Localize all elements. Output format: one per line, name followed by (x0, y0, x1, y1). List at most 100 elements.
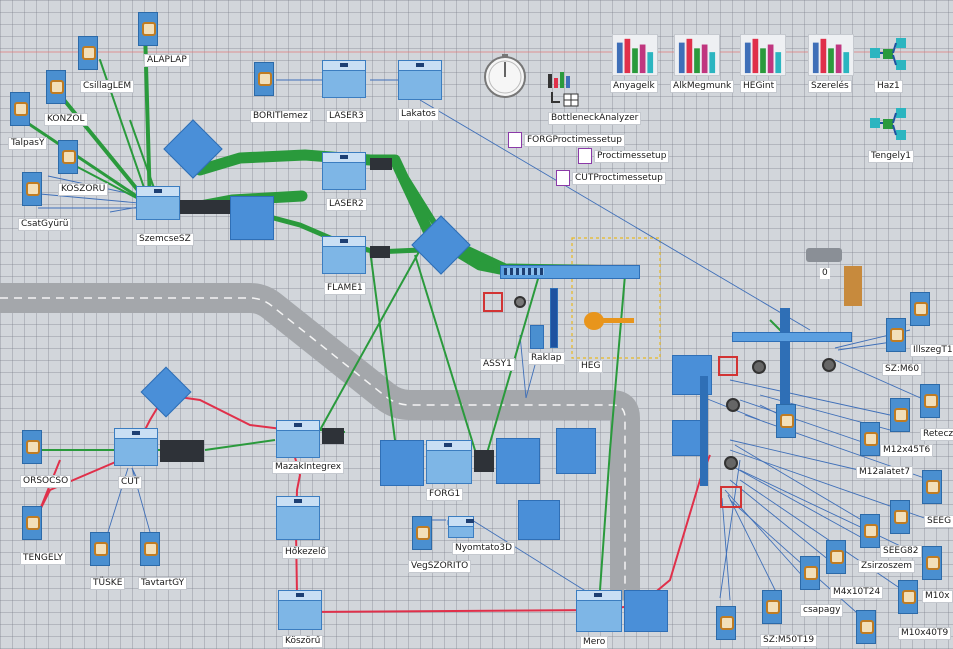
label-cut: CUT (118, 476, 143, 489)
machine-laser2[interactable] (322, 152, 366, 190)
label-bottleneck: BottleneckAnalyzer (548, 112, 642, 125)
label-forg1: FORG1 (426, 488, 464, 501)
source-orsocso[interactable] (22, 430, 42, 464)
machine-forg1[interactable] (426, 440, 472, 484)
clock-icon[interactable] (482, 54, 528, 100)
frame-haz1-icon[interactable] (868, 34, 908, 74)
label-heg: HEG (578, 360, 604, 373)
forklift-icon[interactable] (806, 248, 842, 262)
buffer-forg1-low[interactable] (518, 500, 560, 540)
label-flame1: FLAME1 (324, 282, 366, 295)
source-koszoru[interactable] (58, 140, 78, 174)
label-cutproc: CUTProctimessetup (572, 172, 666, 185)
assembly-conveyor-stripes (504, 268, 544, 275)
source-szim60[interactable] (886, 318, 906, 352)
source-seeg82[interactable] (890, 500, 910, 534)
label-alaplap: ALAPLAP (144, 54, 190, 67)
source-csapagy[interactable] (800, 556, 820, 590)
label-zsirzoszem: Zsirzoszem (858, 560, 916, 573)
assembly-rail-1[interactable] (700, 376, 708, 486)
chart-hegint[interactable] (740, 34, 786, 76)
source-m12alatet[interactable] (860, 422, 880, 456)
machine-laser3[interactable] (322, 60, 366, 98)
conveyor-cut[interactable] (160, 440, 204, 462)
frame-tengely1-icon[interactable] (868, 104, 908, 144)
conveyor-laser2[interactable] (370, 158, 392, 170)
source-szim50t19[interactable] (762, 590, 782, 624)
machine-mazakintegrex[interactable] (276, 420, 320, 458)
buffer-forg1-right[interactable] (496, 438, 540, 484)
label-raklap: Raklap (528, 352, 565, 365)
machine-hokezelo[interactable] (276, 496, 320, 540)
forg-proctime-widget[interactable] (508, 132, 522, 148)
source-m10x[interactable] (922, 546, 942, 580)
machine-mero[interactable] (576, 590, 622, 632)
source-m12x45t6[interactable] (890, 398, 910, 432)
source-tuske[interactable] (90, 532, 110, 566)
buffer-forg1-left[interactable] (380, 440, 424, 486)
label-lakatos: Lakatos (398, 108, 439, 121)
source-talpasy[interactable] (10, 92, 30, 126)
proctime-widget[interactable] (578, 148, 592, 164)
source-tavtartgy[interactable] (140, 532, 160, 566)
label-mazakintegrex: MazakIntegrex (272, 461, 345, 474)
buffer-forg1-up[interactable] (556, 428, 596, 474)
source-bottom-1[interactable] (716, 606, 736, 640)
cut-proctime-widget[interactable] (556, 170, 570, 186)
source-m4x10t24[interactable] (826, 540, 846, 574)
chart-anyagelk[interactable] (612, 34, 658, 76)
source-alaplap[interactable] (138, 12, 158, 46)
label-m12x45t6: M12x45T6 (880, 444, 934, 457)
source-zsirzoszem[interactable] (860, 514, 880, 548)
chart-szereles[interactable] (808, 34, 854, 76)
source-bottom-2[interactable] (856, 610, 876, 644)
buffer-mero[interactable] (624, 590, 668, 632)
machine-assy1[interactable] (530, 325, 544, 349)
pallet-block[interactable] (844, 266, 862, 306)
machine-szemcsesz[interactable] (136, 186, 180, 220)
label-koszoru2: Köszörű (282, 635, 324, 648)
chart-alkmegmunk[interactable] (674, 34, 720, 76)
machine-koszoru2[interactable] (278, 590, 322, 630)
assembly-red-box-1[interactable] (718, 356, 738, 376)
source-boritlemez[interactable] (254, 62, 274, 96)
label-csapagy: csapagy (800, 604, 844, 617)
buffer-square-top[interactable] (230, 196, 274, 240)
source-illszegt[interactable] (910, 292, 930, 326)
raklap-rack[interactable] (550, 288, 558, 348)
source-tengely[interactable] (22, 506, 42, 540)
source-assembly-small[interactable] (776, 404, 796, 438)
conveyor-szemcsesz[interactable] (180, 200, 230, 214)
assy1-input-box[interactable] (483, 292, 503, 312)
label-tengely1: Tengely1 (868, 150, 915, 163)
assembly-red-box-2[interactable] (720, 486, 742, 508)
conveyor-flame1[interactable] (370, 246, 390, 258)
label-vegszorito: VegSZORITO (408, 560, 472, 573)
label-m10x40t9: M10x40T9 (898, 627, 952, 640)
source-csillaglem[interactable] (78, 36, 98, 70)
machine-cut[interactable] (114, 428, 158, 466)
machine-nyomtato3d[interactable] (448, 516, 474, 538)
label-hokezelo: Hőkezelő (282, 546, 329, 559)
source-m10x40t9[interactable] (898, 580, 918, 614)
assembly-rail-2[interactable] (780, 308, 790, 418)
conveyor-forg1[interactable] (474, 450, 494, 472)
source-seeg[interactable] (922, 470, 942, 504)
heg-welder-icon[interactable] (584, 312, 604, 330)
source-konzol[interactable] (46, 70, 66, 104)
source-csatgyuru[interactable] (22, 172, 42, 206)
worker-icon-3 (724, 456, 738, 470)
conveyor-mazak[interactable] (322, 428, 344, 444)
machine-lakatos[interactable] (398, 60, 442, 100)
source-vegszorito[interactable] (412, 516, 432, 550)
road-centerline (0, 297, 626, 600)
machine-flame1[interactable] (322, 236, 366, 274)
source-retecz[interactable] (920, 384, 940, 418)
bottleneck-analyzer-icon[interactable] (544, 70, 584, 110)
assembly-rail-3[interactable] (732, 332, 852, 342)
label-proctime: Proctimessetup (594, 150, 670, 163)
label-szemcsesz: SzemcseSZ (136, 233, 194, 246)
label-mero: Mero (580, 636, 609, 649)
label-tuske: TÜSKE (90, 577, 126, 590)
